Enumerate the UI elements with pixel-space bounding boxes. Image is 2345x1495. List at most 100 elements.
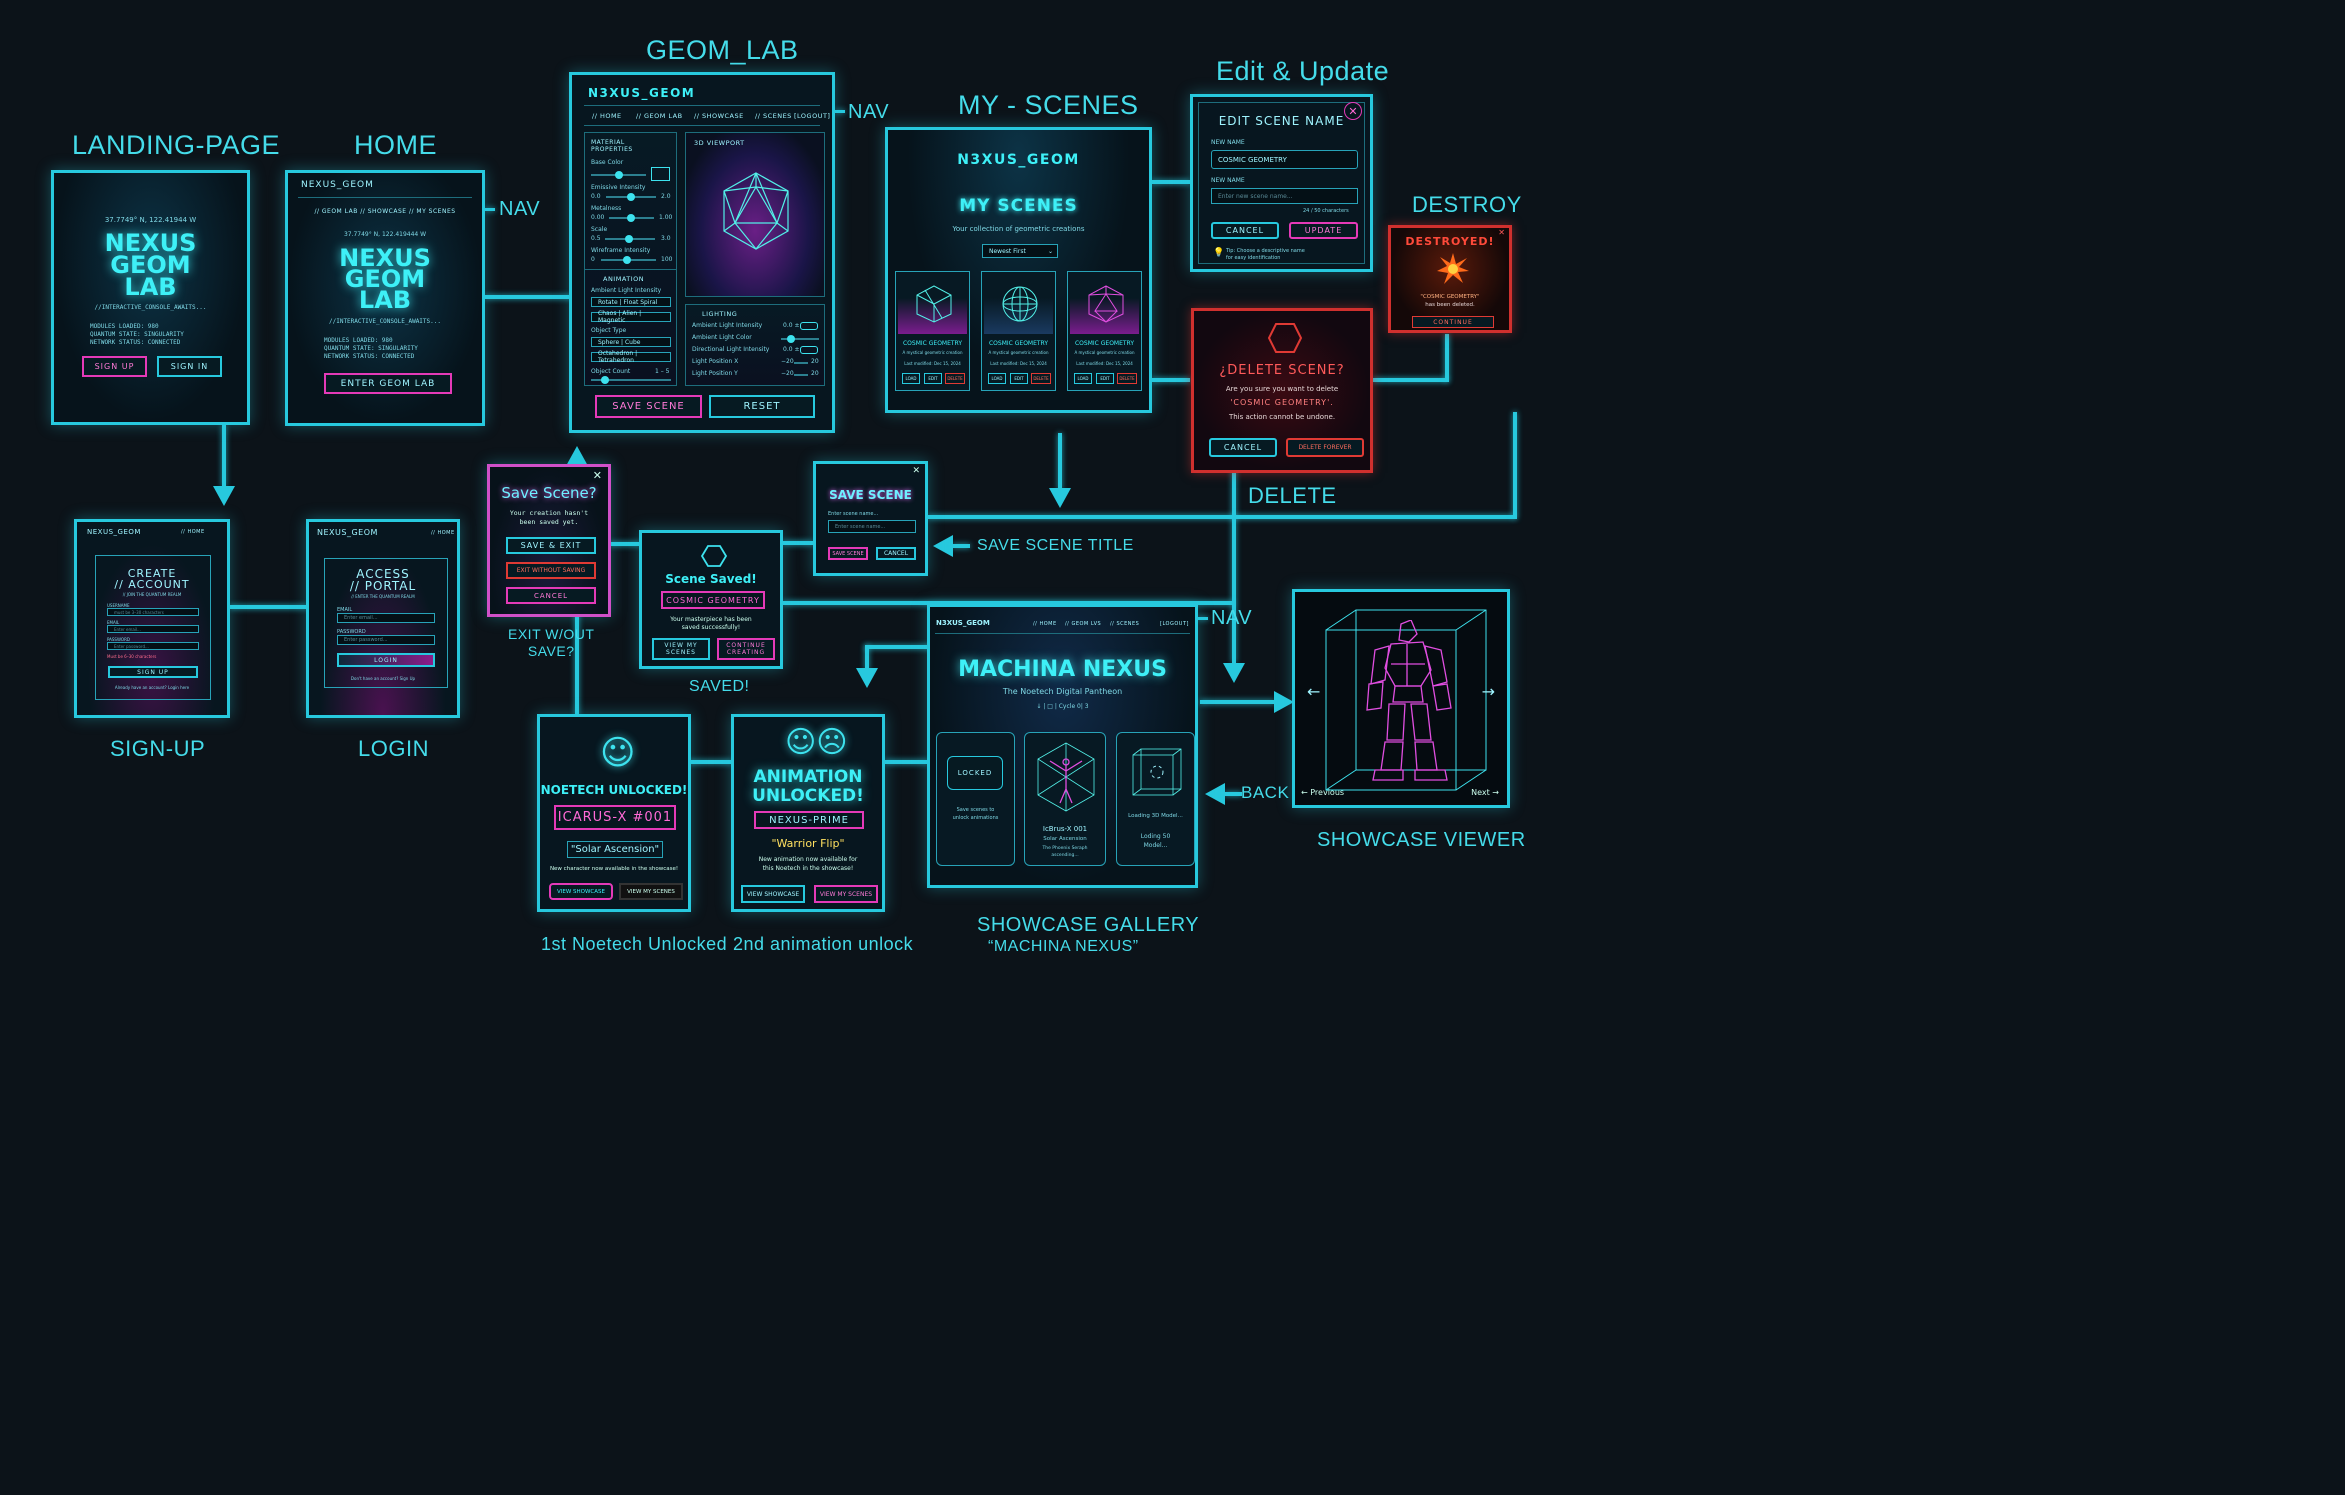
label-first-unlock: 1st Noetech Unlocked (541, 934, 728, 954)
emissive-slider[interactable] (606, 193, 656, 201)
signup-button[interactable]: SIGN UP (82, 356, 147, 377)
sphere-select[interactable]: Sphere | Cube (591, 337, 671, 347)
pos-y-slider[interactable] (794, 374, 808, 376)
view-my-scenes-button[interactable]: VIEW MY SCENES (814, 885, 878, 903)
scale-slider[interactable] (605, 235, 655, 243)
count-slider[interactable] (591, 376, 671, 384)
directional-toggle[interactable] (800, 346, 818, 354)
scene-card-1[interactable]: COSMIC GEOMETRY A mystical geometric cre… (895, 271, 970, 391)
explosion-icon (1437, 253, 1469, 284)
home-title-3: LAB (358, 286, 412, 314)
password-field[interactable]: Enter password... (107, 642, 199, 650)
base-color-slider[interactable] (591, 171, 646, 179)
enter-geom-lab-button[interactable]: ENTER GEOM LAB (324, 373, 452, 394)
base-color-swatch[interactable] (651, 167, 670, 181)
signin-button[interactable]: SIGN IN (157, 356, 222, 377)
delete-dialog: ¿DELETE SCENE? Are you sure you want to … (1191, 308, 1373, 473)
my-scenes-title: MY SCENES (959, 196, 1078, 216)
scene-card-3[interactable]: COSMIC GEOMETRY A mystical geometric cre… (1067, 271, 1142, 391)
username-field[interactable]: must be 3–30 characters (107, 608, 199, 616)
delete-forever-button[interactable]: DELETE FOREVER (1286, 438, 1364, 457)
delete-cancel-button[interactable]: CANCEL (1209, 438, 1277, 457)
label-landing: LANDING-PAGE (72, 130, 281, 160)
gallery-nav-home[interactable]: // HOME (1033, 621, 1057, 627)
gallery-card-locked[interactable]: LOCKED Save scenes to unlock animations (936, 732, 1015, 866)
geom-nav-scenes[interactable]: // SCENES (755, 112, 792, 120)
save-title-cancel-button[interactable]: CANCEL (876, 547, 916, 560)
geom-nav-lab[interactable]: // GEOM LAB (636, 112, 683, 120)
gallery-card-icarus[interactable]: IcBrus-X 001 Solar Ascension The Phoenix… (1024, 732, 1106, 866)
signup-submit-button[interactable]: SIGN UP (108, 666, 198, 678)
gallery-card-loading[interactable]: Loading 3D Model... Loding 50 Model... (1116, 732, 1195, 866)
rotate-select[interactable]: Rotate | Float Spiral (591, 297, 671, 307)
save-exit-button[interactable]: SAVE & EXIT (506, 537, 596, 554)
chaos-select[interactable]: Chaos | Alien | Magnetic (591, 310, 671, 324)
close-icon[interactable]: ✕ (912, 466, 920, 476)
login-button[interactable]: LOGIN (337, 653, 435, 667)
view-showcase-button[interactable]: VIEW SHOWCASE (549, 883, 613, 900)
edit-button[interactable]: EDIT (1096, 373, 1114, 384)
icosahedron-icon (1088, 285, 1124, 323)
reset-button[interactable]: RESET (709, 395, 815, 418)
scene-card-2[interactable]: COSMIC GEOMETRY A mystical geometric cre… (981, 271, 1056, 391)
email-field[interactable]: Enter email... (107, 625, 199, 633)
sort-select[interactable]: Newest First⌄ (982, 244, 1058, 258)
scale-label: Scale (591, 226, 608, 233)
next-button[interactable]: Next → (1471, 788, 1499, 797)
delete-button[interactable]: DELETE (1117, 373, 1137, 384)
octa-select[interactable]: Octahedron | Tetrahedron (591, 350, 671, 364)
home-nav[interactable]: // GEOM LAB // SHOWCASE // MY SCENES (314, 208, 456, 215)
load-button[interactable]: LOAD (902, 373, 920, 384)
gallery-nav-logout[interactable]: [LOGOUT] (1160, 621, 1189, 627)
exit-without-saving-button[interactable]: EXIT WITHOUT SAVING (506, 562, 596, 579)
pos-x-slider[interactable] (794, 362, 808, 364)
signup-nav-home[interactable]: // HOME (181, 529, 205, 535)
continue-button[interactable]: CONTINUE (1412, 316, 1494, 328)
edit-cancel-button[interactable]: CANCEL (1211, 222, 1279, 239)
view-my-scenes-button[interactable]: VIEW MY SCENES (619, 883, 683, 900)
prev-button[interactable]: ← Previous (1301, 788, 1345, 797)
light-color-slider[interactable] (781, 335, 819, 343)
viewport-title: 3D VIEWPORT (694, 139, 745, 147)
edit-button[interactable]: EDIT (924, 373, 942, 384)
save-title-save-button[interactable]: SAVE SCENE (828, 547, 868, 560)
gallery-brand: N3XUS_GEOM (936, 619, 990, 627)
edit-button[interactable]: EDIT (1010, 373, 1028, 384)
login-email-field[interactable]: Enter email... (337, 613, 435, 623)
sphere-icon (1002, 286, 1038, 322)
geom-nav-showcase[interactable]: // SHOWCASE (694, 112, 744, 120)
metalness-slider[interactable] (609, 214, 654, 222)
login-nav-home[interactable]: // HOME (431, 530, 455, 536)
save-scene-button[interactable]: SAVE SCENE (595, 395, 702, 418)
landing-title-1: NEXUS (104, 229, 197, 257)
noetech-unlocked-dialog: ☺ NOETECH UNLOCKED! ICARUS-X #001 "Solar… (537, 714, 691, 912)
home-brand: NEXUS_GEOM (301, 180, 374, 190)
geom-nav-home[interactable]: // HOME (592, 112, 622, 120)
gallery-nav-scenes[interactable]: // SCENES (1110, 621, 1140, 627)
load-button[interactable]: LOAD (988, 373, 1006, 384)
geom-lab-screen: N3XUS_GEOM // HOME // GEOM LAB // SHOWCA… (569, 72, 835, 433)
wireframe-slider[interactable] (601, 256, 656, 264)
close-icon[interactable]: ✕ (1344, 102, 1362, 120)
load-button[interactable]: LOAD (1074, 373, 1092, 384)
prev-arrow-icon[interactable]: ← (1307, 682, 1321, 701)
login-password-field[interactable]: Enter password... (337, 635, 435, 645)
geom-brand: N3XUS_GEOM (588, 86, 696, 100)
next-arrow-icon[interactable]: → (1481, 682, 1495, 701)
view-showcase-button[interactable]: VIEW SHOWCASE (741, 885, 805, 903)
scene-name-input[interactable]: Enter scene name... (828, 520, 916, 533)
update-button[interactable]: UPDATE (1289, 222, 1358, 239)
delete-button[interactable]: DELETE (1031, 373, 1051, 384)
delete-button[interactable]: DELETE (945, 373, 965, 384)
current-name-field[interactable]: COSMIC GEOMETRY (1211, 150, 1358, 169)
close-icon[interactable]: ✕ (1498, 228, 1505, 237)
ambient-toggle[interactable] (800, 322, 818, 330)
close-icon[interactable]: ✕ (592, 469, 602, 482)
geom-nav-logout[interactable]: [LOGOUT] (794, 112, 831, 120)
landing-title-2: GEOM (110, 251, 191, 279)
gallery-nav-geom[interactable]: // GEOM LVS (1065, 621, 1102, 627)
new-name-field[interactable]: Enter new scene name... (1211, 188, 1358, 204)
dialog-cancel-button[interactable]: CANCEL (506, 587, 596, 604)
